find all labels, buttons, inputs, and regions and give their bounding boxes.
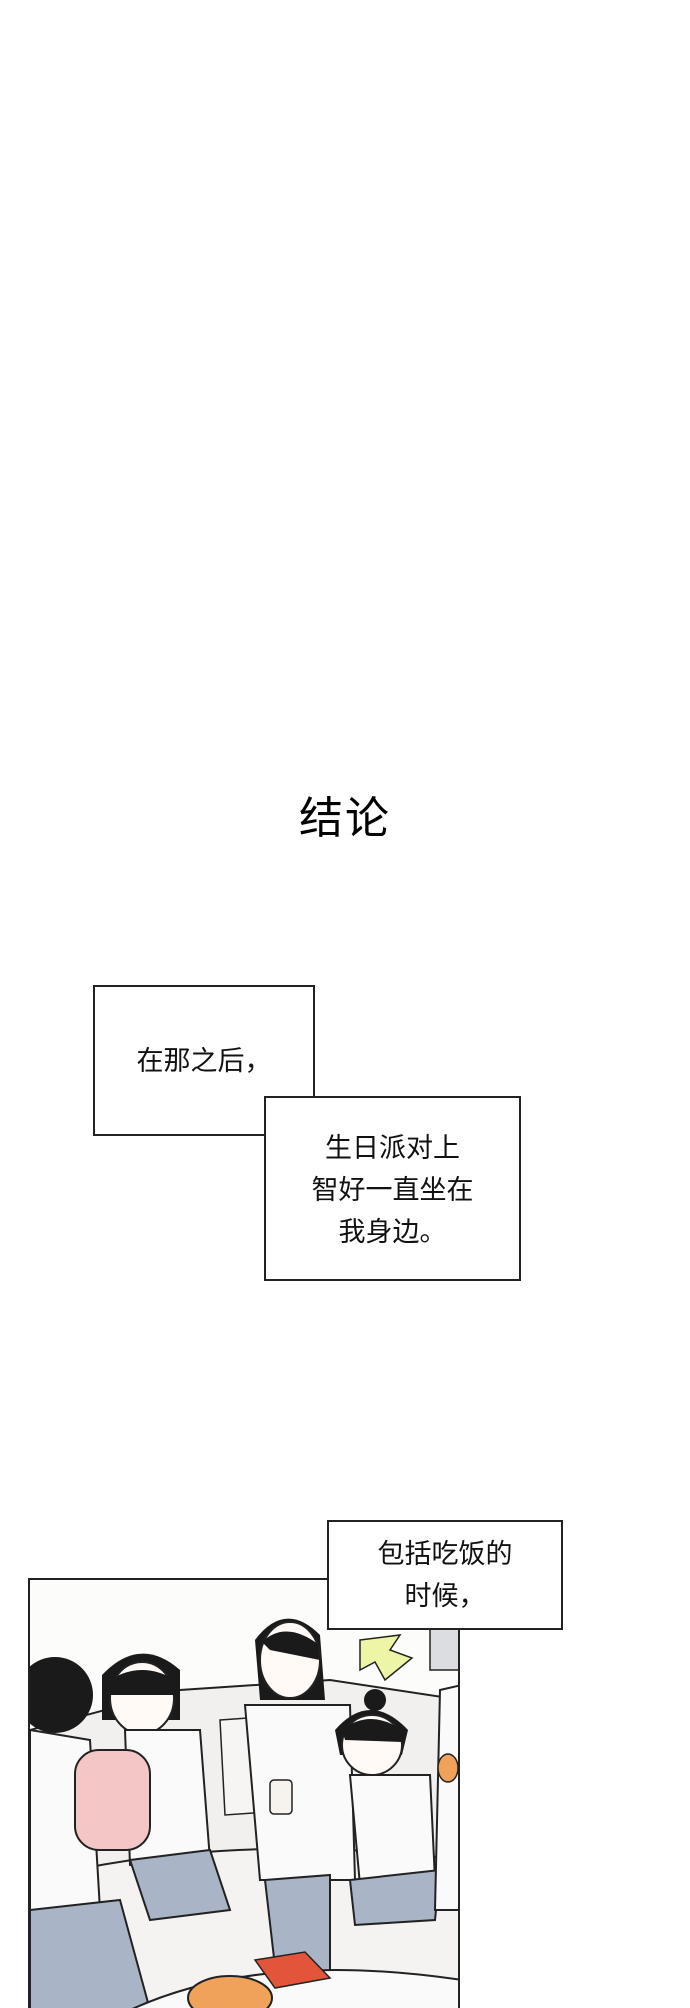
caption-line: 我身边。	[338, 1217, 447, 1248]
chapter-title: 结论	[299, 793, 391, 844]
party-illustration	[30, 1580, 458, 2008]
caption-line: 生日派对上	[325, 1133, 460, 1164]
caption-line: 包括吃饭的	[377, 1539, 513, 1570]
caption-join-mask	[266, 1098, 313, 1134]
caption-box-3: 包括吃饭的 时候，	[327, 1520, 563, 1630]
caption-box-2: 生日派对上 智好一直坐在 我身边。	[264, 1096, 521, 1281]
caption-box-1: 在那之后，	[93, 985, 315, 1136]
caption-line: 时候，	[404, 1581, 486, 1612]
caption-line: 在那之后，	[136, 1046, 272, 1077]
comic-panel	[28, 1578, 460, 2008]
caption-line: 智好一直坐在	[311, 1175, 474, 1206]
